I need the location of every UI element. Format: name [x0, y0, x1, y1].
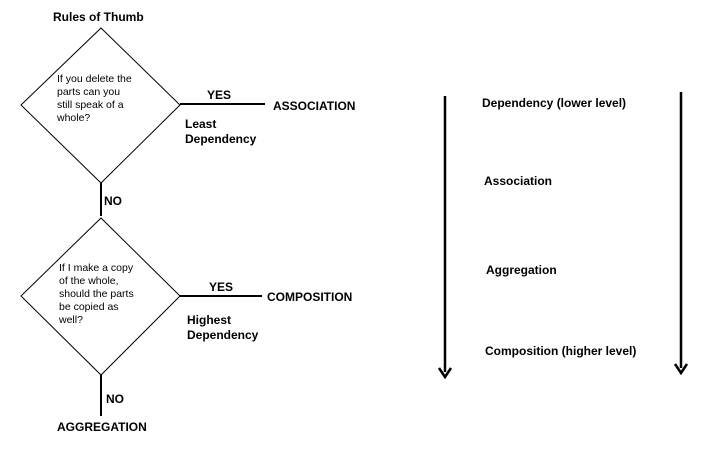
- question-1-line: parts can you: [57, 86, 121, 98]
- question-2-line: If I make a copy: [59, 262, 134, 274]
- right-scale-arrow-head: [673, 363, 689, 376]
- association-result: ASSOCIATION: [273, 99, 356, 113]
- note-line: Dependency: [185, 132, 257, 146]
- question-1-line: whole?: [57, 112, 91, 124]
- question-1-text: If you delete the parts can you still sp…: [57, 73, 145, 125]
- diagram-title: Rules of Thumb: [53, 10, 144, 24]
- yes-label-1: YES: [207, 88, 232, 102]
- note-line: Highest: [187, 313, 232, 327]
- scale-item-association: Association: [484, 174, 553, 188]
- least-dependency-note: Least Dependency: [185, 117, 256, 147]
- question-2-line: of the whole,: [59, 275, 119, 287]
- scale-item-dependency: Dependency (lower level): [482, 96, 627, 110]
- question-2-line: well?: [59, 314, 83, 326]
- question-1-line: If you delete the: [57, 73, 132, 85]
- no-label-2: NO: [106, 392, 124, 406]
- question-2-line: should the parts: [59, 288, 134, 300]
- note-line: Least: [185, 117, 217, 131]
- question-2-line: be copied as: [59, 301, 119, 313]
- aggregation-result: AGGREGATION: [57, 420, 147, 434]
- note-line: Dependency: [187, 328, 259, 342]
- scale-item-aggregation: Aggregation: [486, 263, 557, 277]
- question-2-text: If I make a copy of the whole, should th…: [59, 262, 149, 327]
- no-label-1: NO: [104, 194, 122, 208]
- highest-dependency-note: Highest Dependency: [187, 313, 258, 343]
- yes-label-2: YES: [209, 280, 234, 294]
- composition-result: COMPOSITION: [267, 290, 353, 304]
- left-scale-arrow-head: [437, 367, 453, 380]
- scale-item-composition: Composition (higher level): [485, 344, 637, 358]
- question-1-line: still speak of a: [57, 99, 124, 111]
